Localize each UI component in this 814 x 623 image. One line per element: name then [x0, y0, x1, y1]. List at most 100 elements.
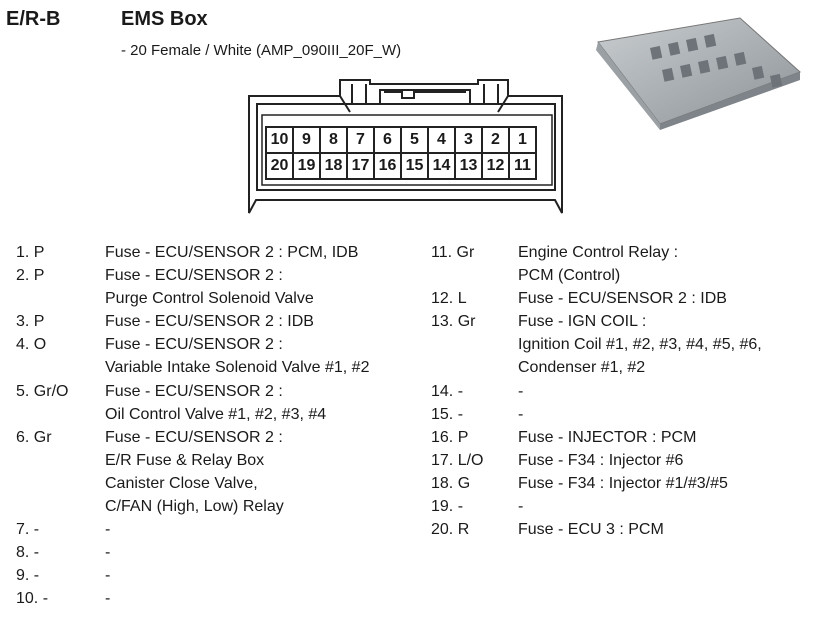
- pin-label: 7. -: [16, 521, 40, 539]
- pin-description: Purge Control Solenoid Valve: [105, 290, 314, 308]
- list-item: E/R Fuse & Relay Box: [16, 449, 426, 472]
- pin-3: 3: [454, 126, 483, 154]
- pin-12: 12: [481, 152, 510, 180]
- list-item: 13. Gr Fuse - IGN COIL :: [431, 310, 811, 333]
- pin-label: 3. P: [16, 313, 45, 331]
- pin-description: Fuse - ECU/SENSOR 2 : IDB: [105, 313, 314, 331]
- pin-description: Fuse - ECU/SENSOR 2 :: [105, 267, 283, 285]
- pin-description: -: [518, 498, 524, 516]
- list-item: 3. P Fuse - ECU/SENSOR 2 : IDB: [16, 310, 426, 333]
- pin-label: 2. P: [16, 267, 45, 285]
- pin-list-left: 1. P Fuse - ECU/SENSOR 2 : PCM, IDB 2. P F…: [16, 241, 426, 611]
- pin-11: 11: [508, 152, 537, 180]
- pin-label: 20. R: [431, 521, 470, 539]
- pin-description: Oil Control Valve #1, #2, #3, #4: [105, 405, 327, 423]
- pin-description: Ignition Coil #1, #2, #3, #4, #5, #6,: [518, 336, 762, 354]
- pin-6: 6: [373, 126, 402, 154]
- list-item: Ignition Coil #1, #2, #3, #4, #5, #6,: [431, 333, 811, 356]
- pin-description: Fuse - IGN COIL :: [518, 313, 647, 331]
- list-item: 20. R Fuse - ECU 3 : PCM: [431, 518, 811, 541]
- connector-photo: [596, 17, 801, 130]
- pin-description: Engine Control Relay :: [518, 244, 679, 261]
- pin-description: Fuse - ECU/SENSOR 2 :: [105, 428, 283, 446]
- list-item: 8. - -: [16, 541, 426, 564]
- pin-label: 12. L: [431, 290, 467, 308]
- list-item: 14. - -: [431, 380, 811, 403]
- pin-label: 10. -: [16, 590, 49, 608]
- pin-13: 13: [454, 152, 483, 180]
- list-item: C/FAN (High, Low) Relay: [16, 495, 426, 518]
- pin-label: 4. O: [16, 336, 47, 354]
- pin-20: 20: [265, 152, 294, 180]
- list-item: Purge Control Solenoid Valve: [16, 287, 426, 310]
- list-item: Condenser #1, #2: [431, 356, 811, 379]
- pin-label: 16. P: [431, 428, 469, 446]
- pin-label: 5. Gr/O: [16, 382, 69, 400]
- pin-10: 10: [265, 126, 294, 154]
- list-item: 1. P Fuse - ECU/SENSOR 2 : PCM, IDB: [16, 241, 426, 264]
- list-item: 2. P Fuse - ECU/SENSOR 2 :: [16, 264, 426, 287]
- pin-label: 17. L/O: [431, 451, 484, 469]
- list-item: 9. - -: [16, 564, 426, 587]
- pin-label: 9. -: [16, 567, 40, 585]
- pin-description: -: [105, 590, 111, 608]
- pin-18: 18: [319, 152, 348, 180]
- pin-description: Fuse - F34 : Injector #6: [518, 451, 684, 469]
- pin-8: 8: [319, 126, 348, 154]
- pin-description: Fuse - ECU/SENSOR 2 :: [105, 336, 283, 354]
- list-item: 11. Gr Engine Control Relay :: [431, 241, 811, 264]
- pin-label: 1. P: [16, 244, 45, 261]
- pin-description: -: [105, 521, 111, 539]
- pin-label: 15. -: [431, 405, 464, 423]
- pin-17: 17: [346, 152, 375, 180]
- connector-subtitle: - 20 Female / White (AMP_090III_20F_W): [121, 42, 402, 59]
- pin-description: Canister Close Valve,: [105, 474, 258, 492]
- pin-description: -: [518, 405, 524, 423]
- pin-description: PCM (Control): [518, 267, 621, 285]
- list-item: PCM (Control): [431, 264, 811, 287]
- pin-label: 14. -: [431, 382, 464, 400]
- connector-face-diagram: [248, 79, 563, 214]
- pin-15: 15: [400, 152, 429, 180]
- pin-description: Condenser #1, #2: [518, 359, 646, 377]
- list-item: Variable Intake Solenoid Valve #1, #2: [16, 356, 426, 379]
- pin-list-right: 11. Gr Engine Control Relay : PCM (Contro…: [431, 241, 811, 541]
- pin-description: Fuse - ECU/SENSOR 2 : IDB: [518, 290, 727, 308]
- pin-description: -: [105, 567, 111, 585]
- pin-16: 16: [373, 152, 402, 180]
- list-item: Oil Control Valve #1, #2, #3, #4: [16, 403, 426, 426]
- pin-description: C/FAN (High, Low) Relay: [105, 498, 284, 516]
- pin-description: Fuse - ECU/SENSOR 2 :: [105, 382, 283, 400]
- list-item: 17. L/O Fuse - F34 : Injector #6: [431, 449, 811, 472]
- list-item: 7. - -: [16, 518, 426, 541]
- pin-row-bottom: 20 19 18 17 16 15 14 13 12 11: [265, 152, 537, 180]
- pin-description: Fuse - ECU/SENSOR 2 : PCM, IDB: [105, 244, 359, 261]
- connector-code: E/R-B: [6, 8, 61, 30]
- pin-label: 8. -: [16, 544, 40, 562]
- pin-9: 9: [292, 126, 321, 154]
- list-item: 12. L Fuse - ECU/SENSOR 2 : IDB: [431, 287, 811, 310]
- pin-14: 14: [427, 152, 456, 180]
- pin-description: E/R Fuse & Relay Box: [105, 451, 265, 469]
- pin-description: Variable Intake Solenoid Valve #1, #2: [105, 359, 370, 377]
- list-item: 4. O Fuse - ECU/SENSOR 2 :: [16, 333, 426, 356]
- pin-2: 2: [481, 126, 510, 154]
- page-title: EMS Box: [121, 8, 208, 30]
- pin-label: 11. Gr: [431, 244, 475, 261]
- list-item: 10. - -: [16, 587, 426, 610]
- pin-description: -: [518, 382, 524, 400]
- pin-row-top: 10 9 8 7 6 5 4 3 2 1: [265, 126, 537, 154]
- pin-description: Fuse - ECU 3 : PCM: [518, 521, 664, 539]
- pin-label: 13. Gr: [431, 313, 476, 331]
- pin-description: -: [105, 544, 111, 562]
- pin-4: 4: [427, 126, 456, 154]
- list-item: 15. - -: [431, 403, 811, 426]
- pin-19: 19: [292, 152, 321, 180]
- pin-description: Fuse - F34 : Injector #1/#3/#5: [518, 474, 728, 492]
- pin-5: 5: [400, 126, 429, 154]
- pin-1: 1: [508, 126, 537, 154]
- list-item: Canister Close Valve,: [16, 472, 426, 495]
- pin-label: 19. -: [431, 498, 464, 516]
